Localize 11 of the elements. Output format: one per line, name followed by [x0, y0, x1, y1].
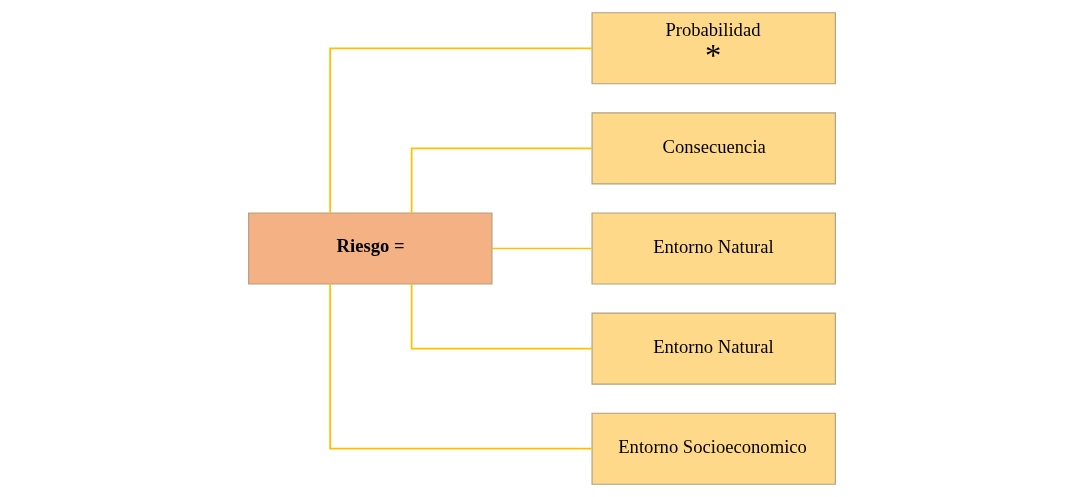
node-box: Probabilidad *	[591, 12, 836, 85]
node-box: Entorno Natural	[591, 212, 836, 285]
node-box: Riesgo =	[248, 212, 493, 285]
node-box: Consecuencia	[591, 112, 836, 185]
connector	[410, 283, 593, 350]
connector	[329, 283, 593, 450]
connector	[329, 47, 593, 214]
connector	[410, 147, 593, 214]
node-box: Entorno Socioeconomico	[591, 412, 836, 485]
node-box: Entorno Natural	[591, 312, 836, 385]
connector	[491, 247, 593, 250]
